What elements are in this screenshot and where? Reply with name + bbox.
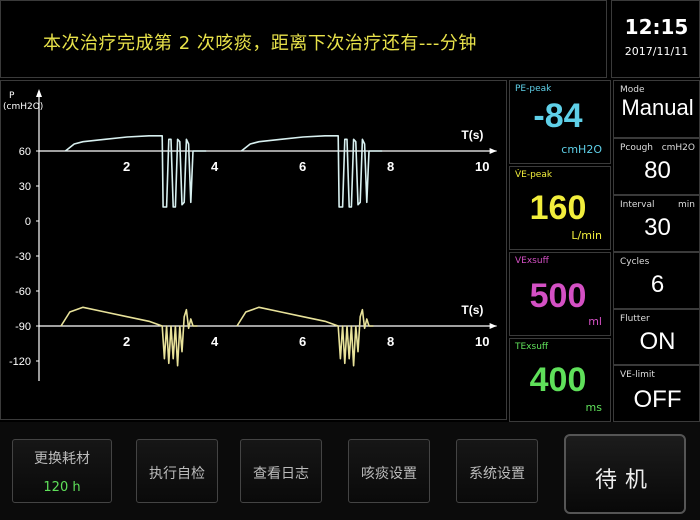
- measurement-texsuff: TExsuff 400 ms: [509, 338, 611, 422]
- measurement-value: 160: [529, 189, 587, 227]
- setting-name: Flutter: [620, 314, 650, 324]
- measurement-vexsuff: VExsuff 500 ml: [509, 252, 611, 336]
- setting-name: Cycles: [620, 257, 650, 267]
- setting-name: Pcough: [620, 143, 654, 153]
- y-tick-label: -120: [9, 356, 31, 368]
- system-settings-button[interactable]: 系统设置: [456, 439, 538, 503]
- measurement-unit: cmH2O: [561, 143, 602, 156]
- y-tick-label: -30: [15, 251, 31, 263]
- y-axis-label: P: [9, 91, 15, 101]
- x-tick-label: 10: [475, 334, 489, 349]
- x-tick-label: 4: [211, 334, 219, 349]
- button-label: 查看日志: [253, 466, 309, 482]
- view-log-button[interactable]: 查看日志: [240, 439, 322, 503]
- x-tick-label: 6: [299, 159, 306, 174]
- measurement-value: -84: [533, 97, 583, 135]
- measurement-label: V̇E-peak: [515, 170, 553, 180]
- measurement-ve-peak: V̇E-peak 160 L/min: [509, 166, 611, 250]
- setting-value: ON: [639, 328, 676, 355]
- x-axis-arrow: [489, 148, 497, 154]
- x-axis-label: T(s): [461, 303, 483, 317]
- x-tick-label: 2: [123, 159, 130, 174]
- clock-panel: 12:15 2017/11/11: [611, 0, 700, 78]
- setting-value: 80: [644, 157, 671, 184]
- x-tick-label: 10: [475, 159, 489, 174]
- setting-value: 30: [644, 214, 671, 241]
- setting-ve-limit[interactable]: VE-limit OFF: [613, 365, 700, 422]
- x-axis-arrow: [489, 323, 497, 329]
- setting-name: Mode: [620, 85, 645, 95]
- clock-date: 2017/11/11: [624, 45, 689, 58]
- setting-unit: cmH2O: [661, 143, 695, 153]
- setting-unit: min: [678, 200, 695, 210]
- x-tick-label: 6: [299, 334, 306, 349]
- y-tick-label: 0: [25, 216, 31, 228]
- x-tick-label: 8: [387, 334, 394, 349]
- pressure-wave-series: [64, 134, 207, 208]
- setting-cycles[interactable]: Cycles 6: [613, 252, 700, 309]
- consumable-label: 更换耗材: [34, 451, 90, 467]
- y-tick-label: -60: [15, 286, 31, 298]
- setting-pcough[interactable]: Pcough cmH2O 80: [613, 138, 700, 195]
- setting-name: Interval: [620, 200, 655, 210]
- y-tick-label: 30: [19, 181, 31, 193]
- x-tick-label: 4: [211, 159, 219, 174]
- pressure-wave-series: [240, 134, 383, 208]
- measurement-value: 500: [529, 277, 587, 315]
- status-message: 本次治疗完成第 2 次咳痰，距离下次治疗还有---分钟: [43, 33, 477, 54]
- measurement-pe-peak: PE-peak -84 cmH2O: [509, 80, 611, 164]
- cough-settings-button[interactable]: 咳痰设置: [348, 439, 430, 503]
- button-label: 系统设置: [469, 466, 525, 482]
- standby-label: 待机: [594, 468, 655, 493]
- flow-wave-series: [60, 306, 198, 367]
- button-label: 咳痰设置: [361, 466, 417, 482]
- flow-wave-series: [236, 306, 374, 367]
- x-tick-label: 8: [387, 159, 394, 174]
- consumable-hours: 120 h: [43, 480, 81, 495]
- y-tick-label: -90: [15, 321, 31, 333]
- setting-value: Manual: [621, 95, 694, 120]
- status-message-panel: 本次治疗完成第 2 次咳痰，距离下次治疗还有---分钟: [0, 0, 607, 78]
- setting-interval[interactable]: Interval min 30: [613, 195, 700, 252]
- setting-flutter[interactable]: Flutter ON: [613, 309, 700, 365]
- setting-value: 6: [650, 271, 665, 298]
- y-axis-arrow: [36, 89, 42, 97]
- measurement-value: 400: [529, 361, 587, 399]
- setting-mode[interactable]: Mode Manual: [613, 80, 700, 138]
- standby-button[interactable]: 待机: [564, 434, 686, 514]
- self-test-button[interactable]: 执行自检: [136, 439, 218, 503]
- measurement-label: PE-peak: [515, 84, 552, 94]
- measurement-label: VExsuff: [515, 256, 549, 266]
- setting-name: VE-limit: [620, 370, 655, 380]
- x-tick-label: 2: [123, 334, 130, 349]
- measurement-label: TExsuff: [515, 342, 549, 352]
- y-axis-unit: (cmH2O): [3, 102, 43, 112]
- clock-time: 12:15: [624, 15, 689, 39]
- measurement-unit: ml: [588, 315, 602, 328]
- x-axis-label: T(s): [461, 128, 483, 142]
- setting-value: OFF: [633, 386, 682, 413]
- y-tick-label: 60: [19, 146, 31, 158]
- button-label: 执行自检: [149, 466, 205, 482]
- measurement-unit: ms: [585, 401, 602, 414]
- measurement-unit: L/min: [571, 229, 602, 242]
- replace-consumable-button[interactable]: 更换耗材 120 h: [12, 439, 112, 503]
